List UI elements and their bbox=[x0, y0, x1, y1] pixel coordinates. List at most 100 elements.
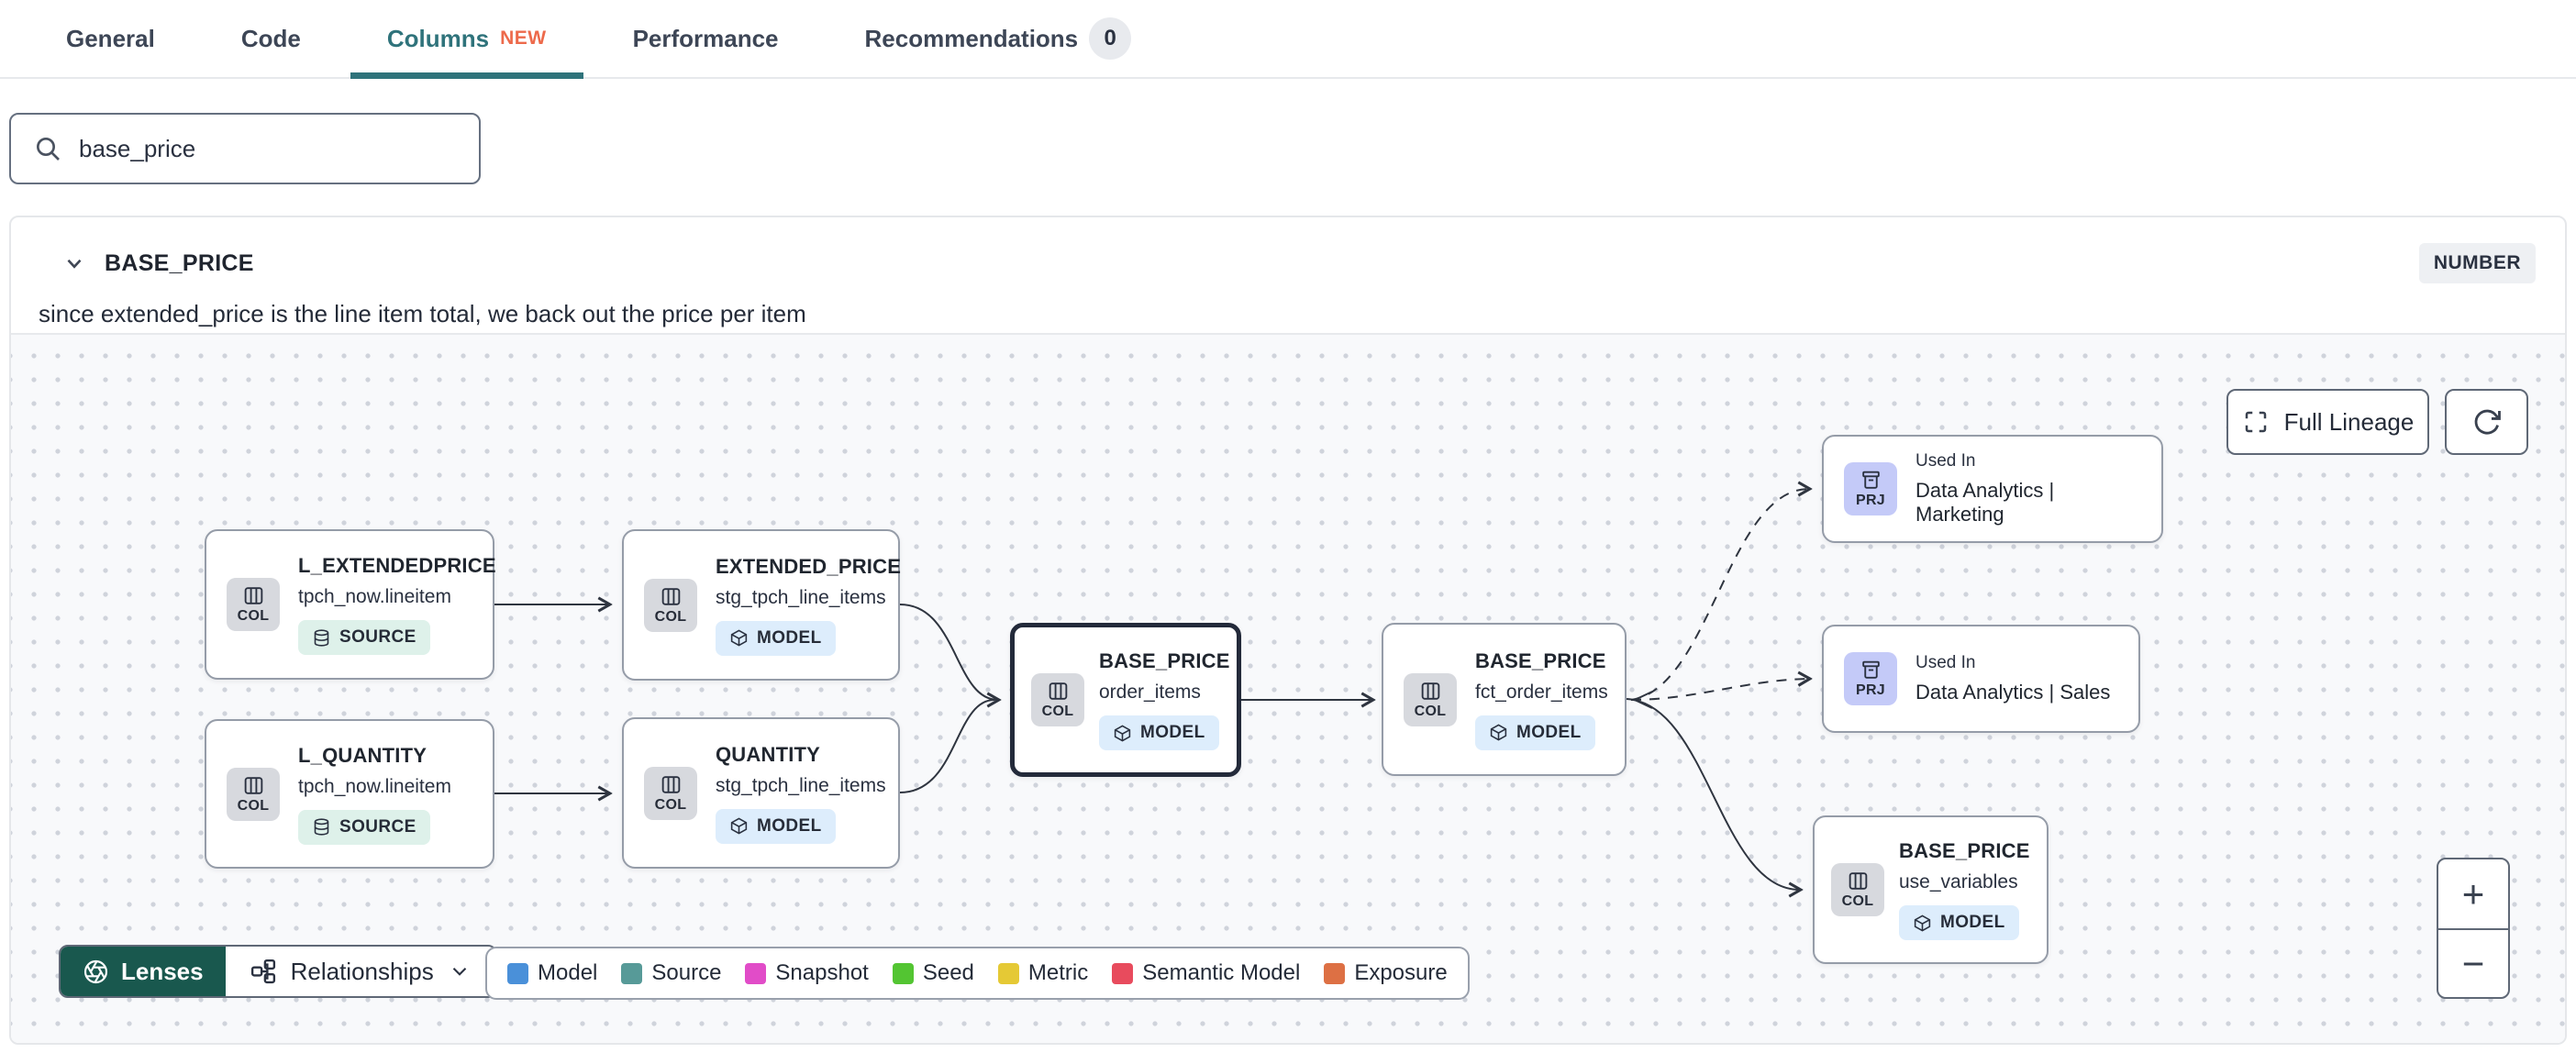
lineage-node-base-price-use-variables[interactable]: COL BASE_PRICE use_variables MODEL bbox=[1813, 815, 2049, 964]
chip-label: COL bbox=[1041, 704, 1074, 719]
relationships-label: Relationships bbox=[290, 957, 434, 985]
lineage-node-l-quantity[interactable]: COL L_QUANTITY tpch_now.lineitem SOURCE bbox=[205, 719, 494, 869]
aperture-icon bbox=[83, 959, 108, 983]
zoom-in-button[interactable]: + bbox=[2461, 871, 2485, 915]
legend-item-seed: Seed bbox=[892, 960, 974, 986]
node-subtitle: stg_tpch_line_items bbox=[716, 774, 886, 796]
column-card: BASE_PRICE NUMBER since extended_price i… bbox=[9, 216, 2567, 1045]
legend-swatch bbox=[745, 962, 767, 984]
lineage-node-base-price-order-items[interactable]: COL BASE_PRICE order_items MODEL bbox=[1010, 623, 1241, 777]
node-title: L_QUANTITY bbox=[298, 743, 427, 767]
columns-icon bbox=[1421, 682, 1439, 700]
column-chip: COL bbox=[644, 578, 697, 632]
column-chip: COL bbox=[1031, 673, 1084, 726]
cube-icon bbox=[1914, 914, 1931, 931]
chip-label: PRJ bbox=[1855, 493, 1886, 508]
chip-label: COL bbox=[1841, 893, 1874, 909]
node-subtitle: order_items bbox=[1099, 682, 1201, 703]
relationships-icon bbox=[250, 959, 275, 984]
lineage-node-extended-price[interactable]: COL EXTENDED_PRICE stg_tpch_line_items M… bbox=[622, 529, 902, 681]
search-input[interactable] bbox=[79, 134, 457, 163]
chevron-down-icon[interactable] bbox=[62, 251, 86, 275]
lineage-node-base-price-fct-order-items[interactable]: COL BASE_PRICE fct_order_items MODEL bbox=[1382, 623, 1627, 776]
node-title: BASE_PRICE bbox=[1475, 648, 1606, 672]
cube-icon bbox=[730, 817, 748, 835]
recommendations-count-badge: 0 bbox=[1089, 17, 1132, 60]
lineage-node-used-in-sales[interactable]: PRJ Used In Data Analytics | Sales bbox=[1822, 625, 2140, 733]
chevron-down-icon bbox=[452, 968, 466, 976]
lineage-node-l-extendedprice[interactable]: COL L_EXTENDEDPRICE tpch_now.lineitem SO… bbox=[205, 529, 496, 680]
database-icon bbox=[314, 818, 329, 836]
badge-label: SOURCE bbox=[339, 627, 416, 647]
search-icon bbox=[37, 138, 60, 161]
legend-label: Model bbox=[538, 960, 598, 985]
columns-icon bbox=[661, 587, 680, 605]
columns-icon bbox=[244, 587, 262, 604]
search-box[interactable] bbox=[9, 113, 481, 184]
legend-label: Source bbox=[651, 960, 722, 985]
legend-item-snapshot: Snapshot bbox=[745, 960, 869, 986]
tab-label: Code bbox=[240, 24, 301, 52]
chip-label: PRJ bbox=[1855, 682, 1886, 698]
legend-swatch bbox=[892, 962, 914, 984]
legend-item-model: Model bbox=[507, 960, 597, 986]
node-subtitle: use_variables bbox=[1899, 871, 2018, 892]
resource-badge: MODEL bbox=[1099, 715, 1219, 750]
lenses-group: Lenses Relationships bbox=[59, 945, 497, 998]
relationships-dropdown[interactable]: Relationships bbox=[226, 947, 495, 996]
legend-label: Exposure bbox=[1354, 960, 1448, 985]
refresh-icon bbox=[2474, 409, 2501, 435]
project-chip: PRJ bbox=[1844, 652, 1897, 705]
search-row bbox=[0, 79, 2576, 184]
legend-label: Snapshot bbox=[775, 960, 869, 985]
resource-badge: SOURCE bbox=[298, 809, 430, 845]
lineage-node-quantity[interactable]: COL QUANTITY stg_tpch_line_items MODEL bbox=[622, 717, 900, 869]
lineage-node-used-in-marketing[interactable]: PRJ Used In Data Analytics | Marketing bbox=[1822, 435, 2163, 543]
legend-swatch bbox=[507, 962, 528, 984]
node-subtitle: tpch_now.lineitem bbox=[298, 586, 451, 607]
database-icon bbox=[314, 628, 329, 647]
legend-item-source: Source bbox=[621, 960, 721, 986]
tab-performance[interactable]: Performance bbox=[596, 0, 816, 77]
tab-label: General bbox=[66, 24, 155, 52]
project-icon bbox=[1861, 660, 1880, 679]
zoom-controls: + − bbox=[2437, 858, 2510, 999]
chip-label: COL bbox=[654, 608, 687, 625]
node-subtitle: Data Analytics | Marketing bbox=[1915, 479, 2055, 526]
tab-general[interactable]: General bbox=[29, 0, 192, 77]
chip-label: COL bbox=[237, 797, 270, 814]
legend-label: Semantic Model bbox=[1142, 960, 1301, 985]
expand-icon bbox=[2245, 411, 2266, 433]
project-chip: PRJ bbox=[1844, 462, 1897, 515]
legend-item-exposure: Exposure bbox=[1324, 960, 1448, 986]
tab-label: Columns bbox=[386, 24, 490, 52]
refresh-button[interactable] bbox=[2445, 389, 2528, 455]
chip-label: COL bbox=[654, 796, 687, 813]
zoom-out-button[interactable]: − bbox=[2438, 928, 2508, 997]
tab-bar: General Code Columns NEW Performance Rec… bbox=[0, 0, 2576, 79]
tab-recommendations[interactable]: Recommendations 0 bbox=[828, 0, 1169, 77]
columns-icon bbox=[244, 776, 262, 794]
node-title: QUANTITY bbox=[716, 742, 821, 766]
lenses-button[interactable]: Lenses bbox=[61, 947, 226, 996]
node-title: EXTENDED_PRICE bbox=[716, 554, 902, 578]
badge-label: MODEL bbox=[1140, 723, 1205, 742]
node-title: Used In bbox=[1915, 451, 1976, 471]
legend-item-semantic-model: Semantic Model bbox=[1112, 960, 1300, 986]
node-title: Used In bbox=[1915, 653, 1976, 672]
tab-columns[interactable]: Columns NEW bbox=[350, 0, 583, 79]
column-chip: COL bbox=[1404, 672, 1457, 726]
node-subtitle: stg_tpch_line_items bbox=[716, 586, 886, 608]
cube-icon bbox=[730, 629, 748, 647]
node-title: BASE_PRICE bbox=[1899, 839, 2030, 862]
column-card-header: BASE_PRICE NUMBER bbox=[11, 217, 2565, 283]
node-subtitle: Data Analytics | Sales bbox=[1915, 681, 2111, 704]
lineage-canvas[interactable]: COL L_EXTENDEDPRICE tpch_now.lineitem SO… bbox=[11, 333, 2565, 1043]
legend-swatch bbox=[1324, 962, 1346, 984]
tab-code[interactable]: Code bbox=[205, 0, 338, 77]
badge-label: MODEL bbox=[1940, 913, 2005, 932]
legend-swatch bbox=[621, 962, 643, 984]
lenses-label: Lenses bbox=[121, 957, 204, 985]
cube-icon bbox=[1114, 725, 1131, 741]
full-lineage-button[interactable]: Full Lineage bbox=[2226, 389, 2429, 455]
